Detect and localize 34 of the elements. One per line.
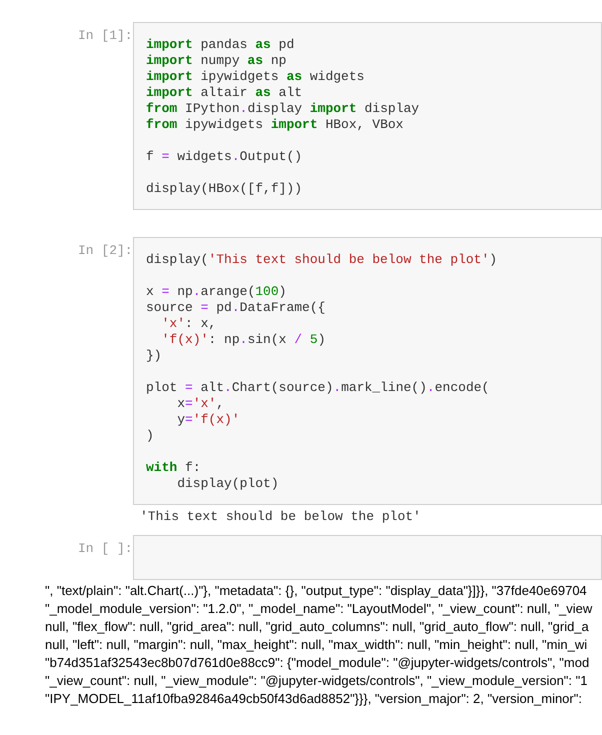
empty-code-cell	[133, 535, 602, 580]
raw-json-text: ", "text/plain": "alt.Chart(...)"}, "metadata": {}, "output_type": "display_data"}]}}, "37fde40e69704	[45, 582, 587, 600]
code-line: import ipywidgets as widgets	[146, 69, 364, 85]
raw-json-text: "_model_module_version": "1.2.0", "_model_name": "LayoutModel", "_view_count": null, "_view	[45, 600, 592, 618]
code-line: import numpy as np	[146, 53, 286, 69]
code-line: display('This text should be below the plot')	[146, 252, 498, 268]
code-line: with f:	[146, 460, 201, 476]
code-line: from ipywidgets import HBox, VBox	[146, 117, 404, 133]
raw-json-text: "IPY_MODEL_11af10fba92846a49cb50f43d6ad8852"}}}, "version_major": 2, "version_minor":	[45, 690, 583, 708]
input-prompt: In [2]:	[78, 243, 133, 259]
raw-json-text: "_view_count": null, "_view_module": "@jupyter-widgets/controls", "_view_module_version": "1	[45, 672, 588, 690]
code-line: )	[146, 428, 154, 444]
code-cell	[133, 22, 602, 210]
input-prompt: In [1]:	[78, 28, 133, 44]
code-line: f = widgets.Output()	[146, 149, 302, 165]
code-line: import pandas as pd	[146, 37, 294, 53]
code-line: x='x',	[176, 396, 224, 412]
code-cell	[133, 237, 602, 505]
code-line: })	[146, 348, 162, 364]
code-line: source = pd.DataFrame({	[146, 300, 326, 316]
code-line: 'x': x,	[160, 316, 216, 332]
code-line: from IPython.display import display	[146, 101, 420, 117]
code-line: x = np.arange(100)	[146, 284, 286, 300]
code-line: plot = alt.Chart(source).mark_line().encode(	[146, 380, 490, 396]
code-line: 'f(x)': np.sin(x / 5)	[160, 332, 326, 348]
raw-json-text: null, "left": null, "margin": null, "max_height": null, "max_width": null, "min_height": null, "min_wi	[45, 636, 588, 654]
raw-json-text: "b74d351af32543ec8b07d761d0e88cc9": {"model_module": "@jupyter-widgets/controls", "mod	[45, 654, 590, 672]
input-prompt: In [ ]:	[78, 541, 133, 557]
code-line: display(HBox([f,f]))	[146, 181, 302, 197]
code-line: display(plot)	[176, 476, 279, 492]
raw-json-text: null, "flex_flow": null, "grid_area": null, "grid_auto_columns": null, "grid_auto_flow": null, "grid_a	[45, 618, 589, 636]
code-line: y='f(x)'	[176, 412, 240, 428]
code-line: import altair as alt	[146, 85, 302, 101]
cell-output-text: 'This text should be below the plot'	[140, 509, 421, 525]
